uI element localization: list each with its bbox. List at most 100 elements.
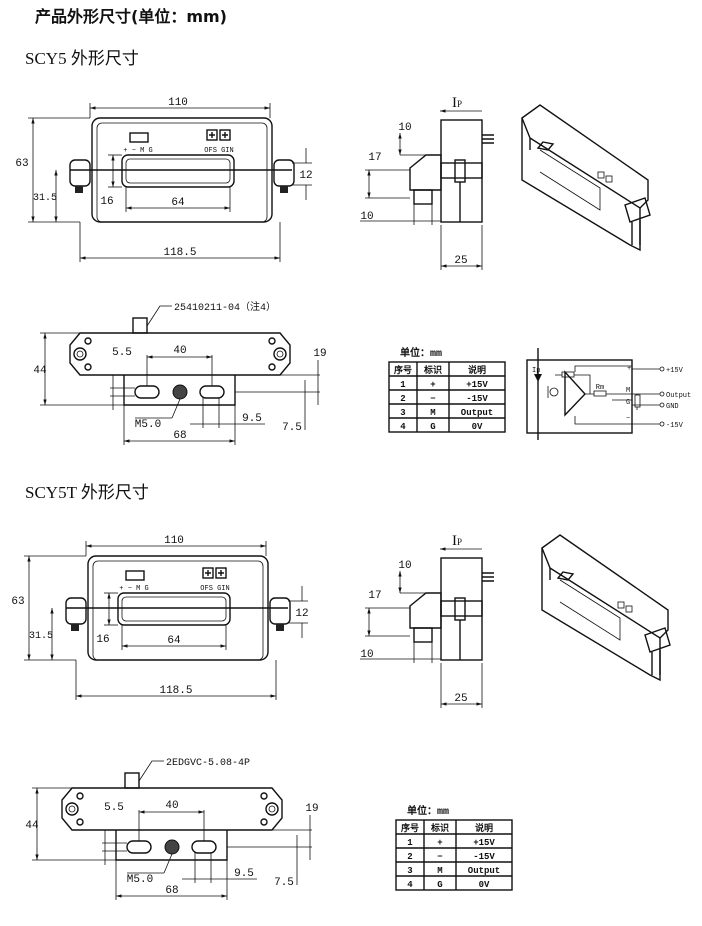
dim-64: 64 [167,635,181,647]
unit-label: 单位：mm [400,346,442,360]
table-cell: M [430,408,435,418]
dim-31-5: 31.5 [29,631,53,642]
dim-12: 12 [299,170,312,182]
ofs-pot-icon [202,567,214,579]
table-cell: 2 [407,852,412,862]
dim-25: 25 [454,255,467,267]
page-title: 产品外形尺寸(单位：mm) [35,7,227,26]
table-header: 说明 [468,364,486,376]
dim-9-5: 9.5 [234,868,254,880]
bottom-view: 2EDGVC-5.08-4P 44 5.5 40 19 M5.0 9.5 7.5… [25,758,319,900]
out-gnd: GND [666,403,679,411]
connector-icon [129,132,149,143]
table-cell: G [430,422,435,432]
dim-10-bottom: 10 [360,649,373,661]
table-cell: 2 [400,394,405,404]
dim-110: 110 [168,97,188,109]
unit-label: 单位：mm [407,804,449,818]
m5-hole [172,384,188,400]
circuit-ip: Ip [532,367,540,375]
ofs-gin-label: OFS GIN [200,585,229,593]
table-cell: -15V [466,394,488,404]
dim-10-top: 10 [398,122,411,134]
dim-12: 12 [295,608,308,620]
out-pos: +15V [666,367,684,375]
dim-110: 110 [164,535,184,547]
dim-25: 25 [454,693,467,705]
dim-19: 19 [305,803,318,815]
dim-68: 68 [173,430,186,442]
table-cell: G [437,880,442,890]
table-cell: +15V [466,380,488,390]
side-view: IP 10 17 10 25 [360,95,494,270]
m5-hole [164,839,180,855]
connector-label: 2EDGVC-5.08-4P [166,758,250,769]
dim-17: 17 [368,590,381,602]
dim-19: 19 [313,348,326,360]
dim-16: 16 [96,634,109,646]
dim-44: 44 [33,365,47,377]
svg-text:IP: IP [452,533,462,549]
table-cell: − [430,394,435,404]
connector-label: 25410211-04（注4） [174,300,276,314]
pin-minus: − [626,415,630,423]
table-cell: 1 [400,380,406,390]
pin-g: G [626,399,630,407]
pin-plus: + [627,365,631,373]
slot-right [199,385,225,399]
table-cell: 1 [407,838,413,848]
table-header: 序号 [394,364,412,376]
table-cell: 3 [407,866,412,876]
dim-118-5: 118.5 [159,685,192,697]
table-cell: +15V [473,838,495,848]
dim-17: 17 [368,152,381,164]
table-cell: 3 [400,408,405,418]
table-cell: + [430,380,435,390]
table-cell: M [437,866,442,876]
pin-m: M [626,387,630,395]
connector-block [132,317,148,334]
dim-5-5: 5.5 [104,802,124,814]
table-cell: − [437,852,442,862]
mounting-ear-left [65,597,87,625]
table-header: 标识 [430,822,449,834]
rm-label: Rm [596,384,604,392]
section-heading-scy5t: SCY5T 外形尺寸 [25,483,149,502]
m5-label: M5.0 [135,419,161,431]
dim-118-5: 118.5 [163,247,196,259]
table-header: 标识 [423,364,442,376]
ip-label: I [452,95,457,111]
bottom-view: 25410211-04（注4） 44 5.5 40 19 M5.0 9.5 7.… [33,300,327,445]
table-header: 说明 [475,822,493,834]
mounting-ear-right [269,597,291,625]
connector-icon [125,570,145,581]
slot-left [134,385,160,399]
connector-block [124,772,140,789]
mounting-ear-right [273,159,295,187]
ofs-pot-icon [206,129,218,141]
pin-labels: + − M G [123,147,152,155]
dim-7-5: 7.5 [282,422,302,434]
mounting-ear-left [69,159,91,187]
table-cell: 4 [407,880,413,890]
gin-pot-icon [219,129,231,141]
dim-9-5: 9.5 [242,413,262,425]
dim-7-5: 7.5 [274,877,294,889]
m5-label: M5.0 [127,874,153,886]
pin-labels: + − M G [119,585,148,593]
table-cell: 0V [472,422,483,432]
slot-left [126,840,152,854]
sensor-window [117,592,231,626]
ip-subscript: P [457,537,462,547]
gin-pot-icon [215,567,227,579]
dim-63: 63 [15,158,28,170]
sensor-window [121,154,235,188]
isometric-view [541,534,671,682]
table-header: 序号 [401,822,419,834]
svg-text:IP: IP [452,95,462,111]
